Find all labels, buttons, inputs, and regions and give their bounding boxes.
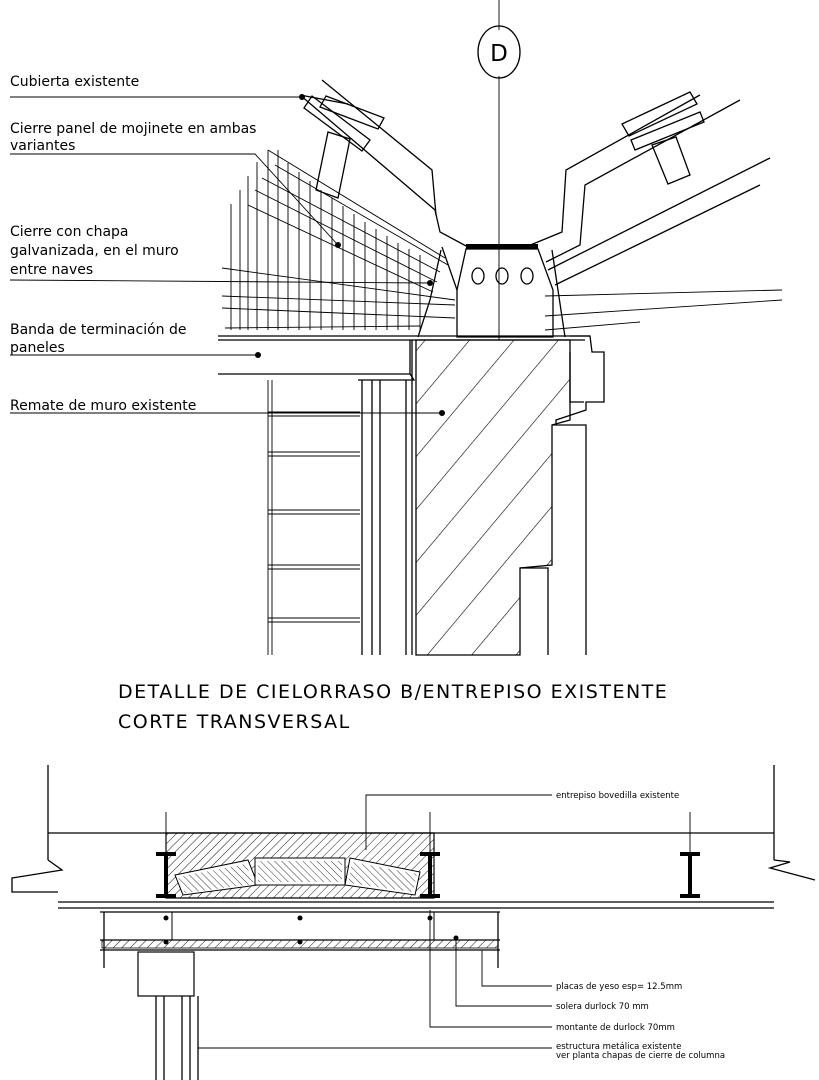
callout-banda-line1: Banda de terminación de — [10, 322, 187, 338]
gable-panel-ribs — [230, 150, 421, 330]
gable-panel-lines — [221, 149, 783, 331]
callout-solera: solera durlock 70 mm — [556, 1002, 649, 1012]
callout-estructura: estructura metálica existente — [556, 1042, 681, 1052]
callout-cierre-chapa-line3: entre naves — [10, 262, 93, 278]
roof-left — [299, 79, 469, 248]
leader-lines-top — [9, 94, 445, 416]
callout-cierre-panel-line2: variantes — [10, 138, 75, 154]
top-labels: Cubierta existente Cierre panel de mojin… — [10, 74, 256, 414]
ridge-cap — [417, 244, 566, 338]
callout-entrepiso: entrepiso bovedilla existente — [556, 791, 679, 801]
grid-marker-label: D — [490, 41, 508, 67]
existing-wall — [361, 339, 587, 656]
ceiling-assembly — [58, 901, 774, 968]
section-title-line2: CORTE TRANSVERSAL — [118, 711, 351, 733]
window-grid — [267, 380, 360, 655]
bottom-detail: entrepiso bovedilla existente placas de … — [11, 765, 816, 1080]
callout-remate: Remate de muro existente — [10, 398, 196, 414]
roof-right — [527, 91, 771, 286]
callout-placas: placas de yeso esp= 12.5mm — [556, 982, 682, 992]
section-title-line1: DETALLE DE CIELORRASO B/ENTREPISO EXISTE… — [118, 681, 668, 703]
column — [137, 951, 199, 1080]
top-detail: D — [9, 0, 783, 656]
callout-montante: montante de durlock 70mm — [556, 1023, 675, 1033]
leader-lines-bottom — [198, 794, 552, 1049]
callout-cierre-chapa-line1: Cierre con chapa — [10, 224, 129, 240]
grid-marker-bubble — [477, 25, 521, 79]
steel-beams — [156, 812, 700, 898]
callout-cubierta: Cubierta existente — [10, 74, 139, 90]
callout-ver-planta: ver planta chapas de cierre de columna — [556, 1051, 725, 1061]
callout-cierre-chapa-line2: galvanizada, en el muro — [10, 243, 179, 259]
callout-cierre-panel-line1: Cierre panel de mojinete en ambas — [10, 121, 256, 137]
callout-banda-line2: paneles — [10, 340, 65, 356]
